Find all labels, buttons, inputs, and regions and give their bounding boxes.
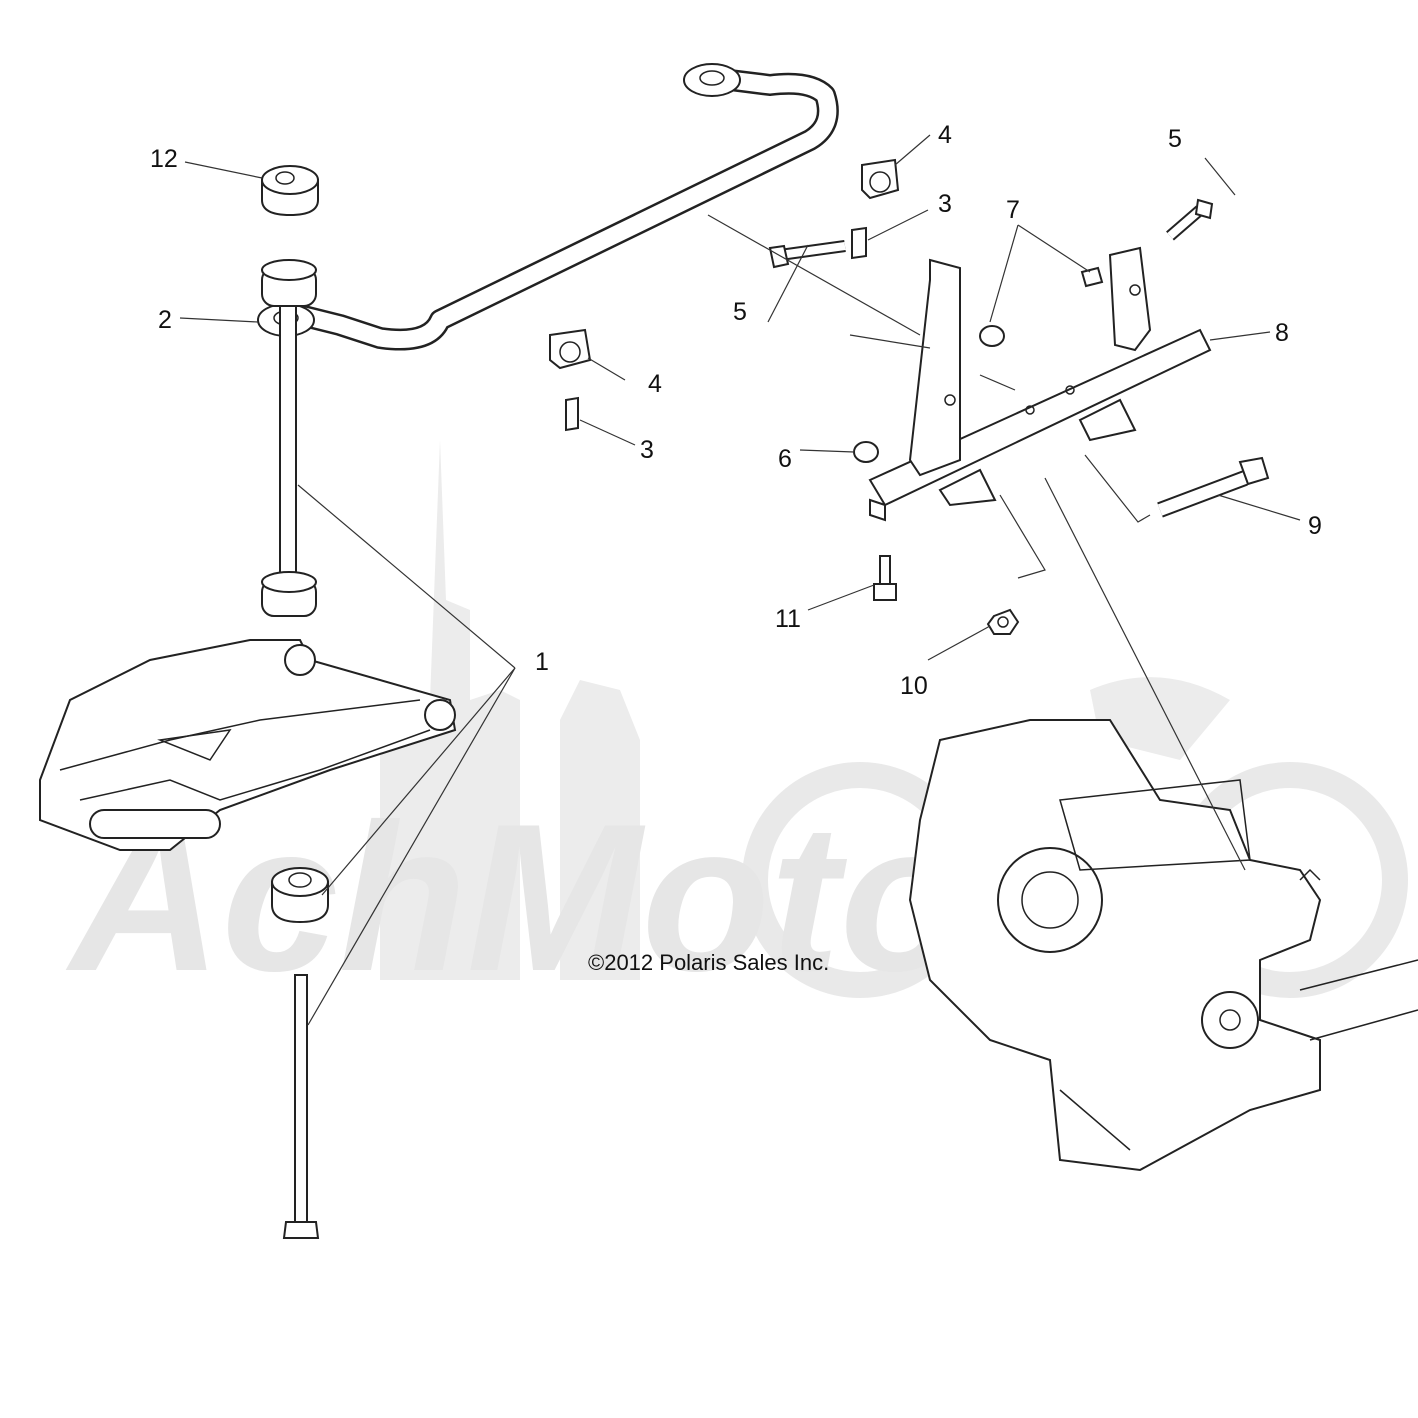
callout-3-lower: 3 xyxy=(640,436,654,464)
stabilizer-bar xyxy=(257,63,839,351)
mount-clamp xyxy=(549,328,592,370)
callout-3-upper: 3 xyxy=(938,190,952,218)
watermark: AchMoto xyxy=(65,440,1408,1015)
callout-9: 9 xyxy=(1308,512,1322,540)
mounting-bracket xyxy=(868,246,1212,522)
callout-10: 10 xyxy=(900,672,928,700)
callout-12: 12 xyxy=(150,145,178,173)
flange-bolt xyxy=(873,555,897,601)
callout-8: 8 xyxy=(1275,319,1289,347)
callout-5-right: 5 xyxy=(1168,125,1182,153)
callout-7: 7 xyxy=(1006,196,1020,224)
callout-4-upper: 4 xyxy=(938,121,952,149)
callout-11: 11 xyxy=(775,605,801,633)
mount-nut xyxy=(979,266,1104,347)
lower-link-bolt xyxy=(282,974,320,1239)
lower-control-arm xyxy=(39,639,457,851)
callout-6: 6 xyxy=(778,445,792,473)
lower-link-bushing xyxy=(271,867,329,924)
callout-labels: 12 2 1 4 3 4 3 5 5 7 8 6 9 11 10 xyxy=(150,121,1322,700)
callout-4-lower: 4 xyxy=(648,370,662,398)
sleeve xyxy=(565,396,579,432)
copyright-notice: ©2012 Polaris Sales Inc. xyxy=(588,950,829,975)
mount-clamp xyxy=(861,158,900,200)
top-bushing xyxy=(261,165,319,217)
sleeve xyxy=(851,226,867,260)
callout-2: 2 xyxy=(158,306,172,334)
callout-5-left: 5 xyxy=(733,298,747,326)
long-bolt xyxy=(1157,456,1270,518)
leader-lines xyxy=(179,134,1301,1026)
callout-1: 1 xyxy=(535,648,549,676)
end-link-rod xyxy=(261,259,317,617)
lock-nut xyxy=(853,441,879,463)
flange-nut xyxy=(986,608,1020,635)
mount-bolt xyxy=(1166,198,1214,241)
mount-bolt xyxy=(768,240,846,269)
transmission-assembly xyxy=(908,719,1418,1172)
